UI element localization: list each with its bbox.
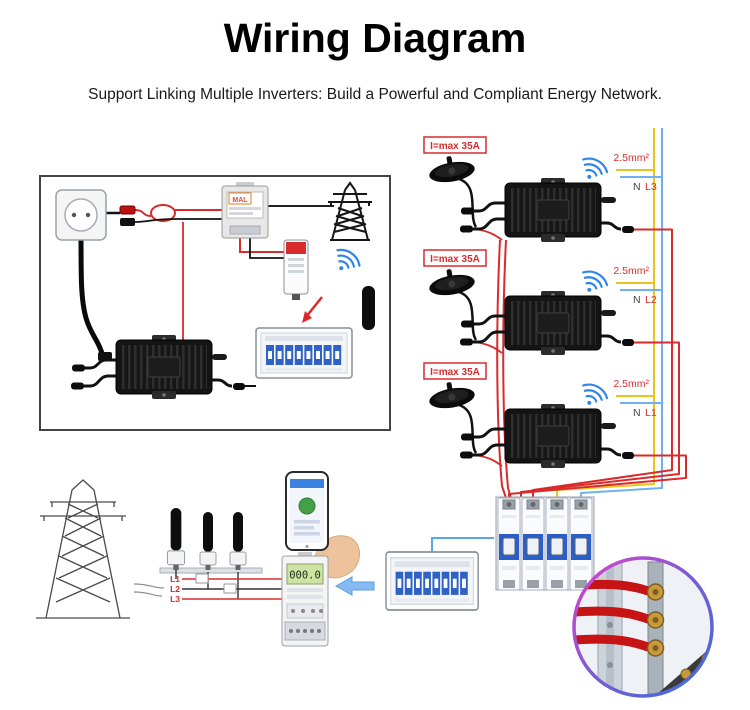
trunk-red-l1 bbox=[508, 454, 687, 498]
busbar-detail-inset bbox=[572, 556, 714, 698]
ct-sensor bbox=[426, 265, 477, 299]
current-limit-box bbox=[423, 362, 487, 380]
home-wiring-overview: MAL bbox=[39, 175, 391, 431]
neutral-label: N bbox=[633, 294, 641, 306]
ac-connector bbox=[119, 205, 136, 215]
page-subtitle: Support Linking Multiple Inverters: Buil… bbox=[88, 86, 662, 103]
ct-sensor bbox=[426, 378, 477, 412]
page-title: Wiring Diagram bbox=[224, 15, 527, 61]
inverter-group-l3: I=max 35A 2.5mm² N L3 bbox=[423, 136, 662, 244]
wifi-icon bbox=[575, 153, 611, 187]
power-cord bbox=[78, 230, 107, 361]
antenna-icon bbox=[362, 286, 375, 330]
meter-brand-label: MAL bbox=[232, 197, 248, 204]
inset-border bbox=[572, 556, 714, 698]
inverter-group-l2: I=max 35A 2.5mm² N L2 bbox=[423, 249, 662, 357]
busbar-cable bbox=[574, 634, 653, 652]
distribution-box bbox=[385, 551, 480, 611]
wall-outlet bbox=[55, 189, 107, 241]
comm-wire-blue bbox=[431, 537, 494, 552]
current-limit-box bbox=[423, 136, 487, 154]
phase-line-label: L3 bbox=[645, 181, 657, 193]
lcd-reading: 000.0 bbox=[289, 570, 321, 582]
micro-inverter bbox=[458, 402, 636, 470]
antenna-icon bbox=[229, 511, 247, 571]
arrow-to-panel bbox=[302, 296, 323, 323]
current-limit-box bbox=[423, 249, 487, 267]
wire-coil bbox=[150, 204, 176, 222]
flow-arrow-icon bbox=[334, 576, 375, 596]
gateway-device bbox=[283, 239, 309, 300]
current-limit-label: I=max 35A bbox=[430, 141, 480, 152]
micro-inverter bbox=[458, 176, 636, 244]
wifi-icon bbox=[575, 379, 611, 413]
micro-inverter bbox=[458, 289, 636, 357]
circuit-breaker-block bbox=[495, 496, 595, 591]
phase-line-label: L1 bbox=[645, 407, 657, 419]
phase-label-l3: L3 bbox=[170, 594, 180, 604]
daisy-chain-wire bbox=[496, 239, 507, 499]
grid-tower-icon bbox=[328, 181, 372, 241]
breaker-panel bbox=[255, 327, 353, 379]
trunk-red-l2 bbox=[520, 341, 680, 498]
antenna-icon bbox=[199, 511, 217, 571]
trunk-blue bbox=[580, 128, 663, 498]
din-rail bbox=[159, 567, 263, 574]
wire-gauge-label: 2.5mm² bbox=[613, 152, 649, 164]
wire-gauge-label: 2.5mm² bbox=[613, 265, 649, 277]
phase-wire-rows: L1 L2 L3 bbox=[170, 573, 282, 604]
current-limit-label: I=max 35A bbox=[430, 367, 480, 378]
kwh-meter: 000.0 bbox=[281, 552, 329, 647]
antenna-icon bbox=[166, 507, 186, 571]
neutral-label: N bbox=[633, 181, 641, 193]
lcd-display bbox=[286, 563, 324, 585]
wire-gauge-label: 2.5mm² bbox=[613, 378, 649, 390]
busbar-cable bbox=[574, 606, 653, 624]
current-limit-label: I=max 35A bbox=[430, 254, 480, 265]
transmission-tower bbox=[36, 479, 130, 619]
monitoring-phone bbox=[285, 471, 329, 551]
neutral-label: N bbox=[633, 407, 641, 419]
utility-meter: MAL bbox=[221, 182, 269, 239]
phase-line-label: L2 bbox=[645, 294, 657, 306]
terminal-block bbox=[195, 573, 209, 584]
ct-sensor bbox=[426, 152, 477, 186]
inverter-group-l1: I=max 35A 2.5mm² N L1 bbox=[423, 362, 662, 470]
terminal-block bbox=[223, 583, 237, 594]
daisy-chain-wire bbox=[502, 239, 512, 499]
phase-trunk-wires bbox=[496, 128, 687, 499]
trunk-yellow bbox=[556, 128, 655, 498]
phase-label-l1: L1 bbox=[170, 574, 180, 584]
grid-drop-wires bbox=[133, 583, 165, 597]
phase-label-l2: L2 bbox=[170, 584, 180, 594]
wifi-icon bbox=[575, 266, 611, 300]
ac-connector bbox=[120, 218, 135, 226]
